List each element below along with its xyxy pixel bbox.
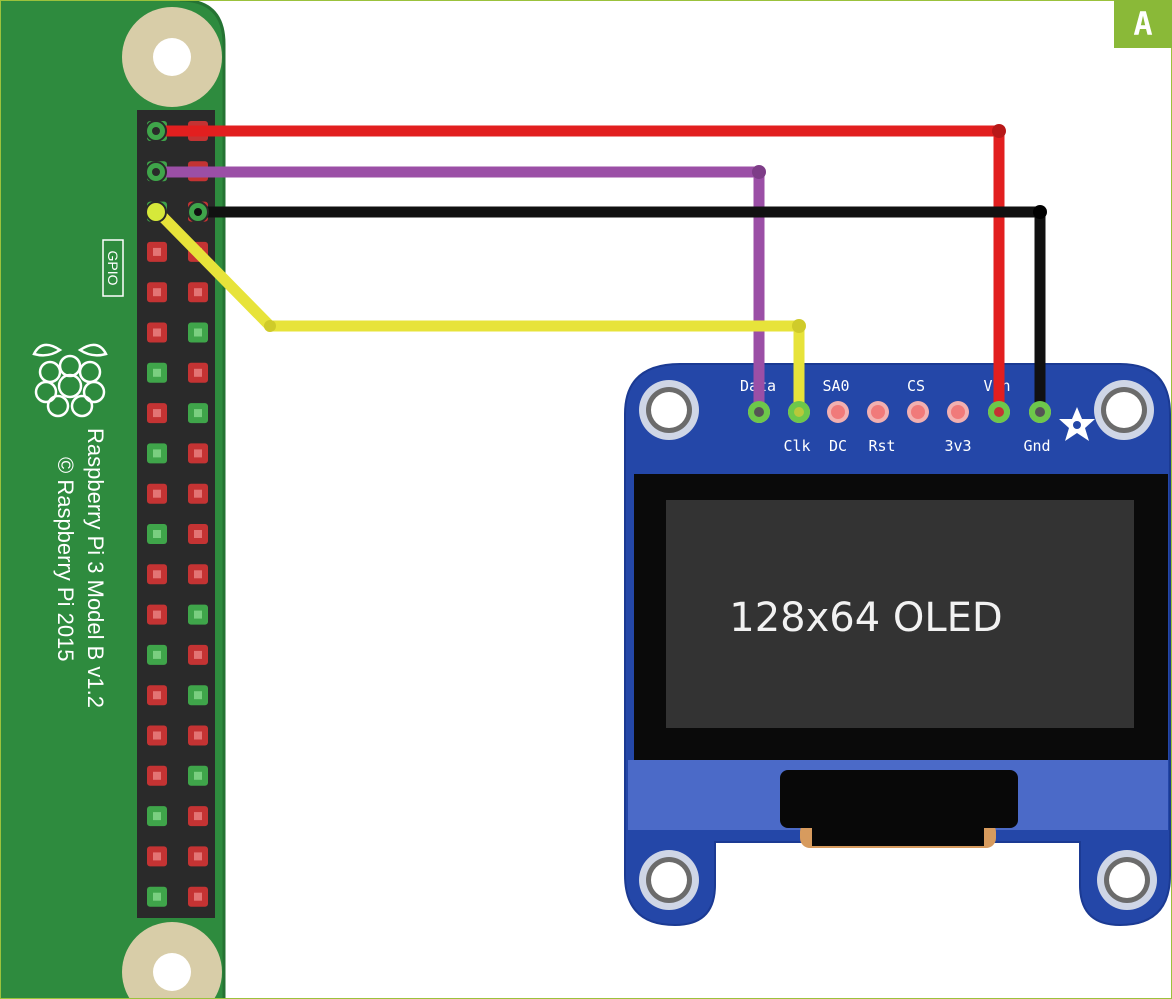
wire-clk: [152, 206, 805, 418]
gpio-pin-center: [194, 892, 202, 901]
pi-model-text: Raspberry Pi 3 Model B v1.2: [83, 428, 108, 708]
gpio-pin-center: [194, 650, 202, 659]
gpio-pin-center: [194, 409, 202, 418]
oled-pad-center: [951, 405, 965, 419]
oled-pad-center: [831, 405, 845, 419]
pi-copyright-text: © Raspberry Pi 2015: [53, 457, 78, 662]
wire-clk-bend-2: [792, 319, 806, 333]
oled-label-3v3: 3v3: [944, 437, 971, 455]
oled-mount-hole-bl: [639, 850, 699, 910]
gpio-pin-center: [194, 610, 202, 619]
oled-label-cs: CS: [907, 377, 925, 395]
oled-wire-ends: [748, 401, 1051, 423]
gpio-pin-center: [194, 731, 202, 740]
oled-pad-center: [871, 405, 885, 419]
gpio-pin-center: [153, 892, 161, 901]
figure-tag: A: [1114, 0, 1172, 48]
gpio-pin-center: [153, 691, 161, 700]
gpio-pin-center: [194, 852, 202, 861]
raspberry-pi-board: GPIO Raspberry Pi 3 Model B v1.2 © Raspb…: [0, 0, 226, 999]
gpio-pin-center: [153, 489, 161, 498]
oled-label-sa0: SA0: [822, 377, 849, 395]
wires: [152, 124, 1047, 418]
gpio-pin-center: [153, 530, 161, 538]
oled-label-rst: Rst: [868, 437, 895, 455]
gpio-pin-center: [153, 771, 161, 780]
gpio-label: GPIO: [105, 250, 121, 285]
gpio-pin-center: [194, 771, 202, 780]
wire-clk-bend-1: [264, 320, 276, 332]
wire-data-bend: [752, 165, 766, 179]
oled-mount-hole-tl: [639, 380, 699, 440]
oled-label-gnd: Gnd: [1023, 437, 1050, 455]
gpio-pin-center: [194, 328, 202, 337]
oled-screen: [666, 500, 1134, 728]
gpio-pin-center: [153, 852, 161, 861]
gpio-pin-center: [194, 812, 202, 821]
gpio-pin-center: [194, 489, 202, 498]
oled-ribbon-base: [812, 826, 984, 846]
gpio-pin-center: [153, 570, 161, 579]
pi-wire-ends: [145, 120, 209, 223]
oled-screen-label: 128x64 OLED: [729, 595, 1002, 641]
gpio-pin-center: [194, 368, 202, 377]
gpio-pin-center: [194, 570, 202, 579]
gpio-pin-center: [153, 328, 161, 337]
gpio-pin-center: [153, 731, 161, 740]
oled-label-clk: Clk: [783, 437, 810, 455]
gpio-pin-center: [153, 247, 161, 256]
wire-gnd-bend: [1033, 205, 1047, 219]
gpio-label-box: GPIO: [102, 239, 124, 297]
gpio-pin-center: [153, 368, 161, 377]
oled-label-dc: DC: [829, 437, 847, 455]
oled-pad-center: [911, 405, 925, 419]
gpio-pin-center: [153, 288, 161, 297]
wire-vin-bend: [992, 124, 1006, 138]
pi-mount-hole-bottom: [122, 922, 222, 999]
pi-mount-hole-top: [122, 7, 222, 107]
gpio-pin-center: [194, 530, 202, 538]
oled-ribbon: [780, 770, 1018, 828]
gpio-pin-center: [153, 409, 161, 418]
adafruit-star-icon: [1059, 407, 1095, 441]
gpio-pin-center: [194, 288, 202, 297]
gpio-pin-center: [194, 449, 202, 458]
oled-mount-hole-tr: [1094, 380, 1154, 440]
gpio-pin-center: [153, 449, 161, 458]
gpio-pin-center: [194, 691, 202, 700]
gpio-pin-center: [153, 610, 161, 619]
gpio-pin-center: [153, 812, 161, 821]
oled-board: 128x64 OLED Data SA0 CS Vin Clk DC Rst 3…: [624, 363, 1171, 927]
oled-mount-hole-br: [1097, 850, 1157, 910]
raspberry-logo-icon: [32, 343, 108, 418]
gpio-pin-center: [153, 650, 161, 659]
